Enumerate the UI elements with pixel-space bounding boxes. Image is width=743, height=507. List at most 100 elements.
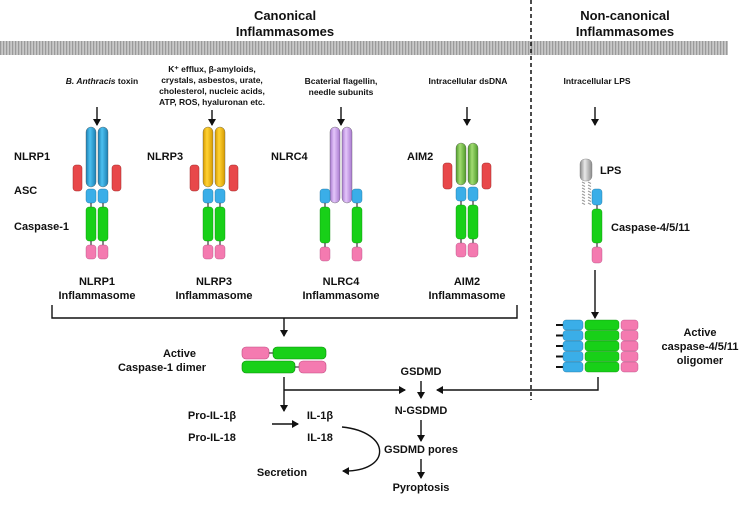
nlrp1-inflammasome-line2: Inflammasome bbox=[58, 290, 135, 302]
caspase-domain bbox=[584, 340, 620, 352]
aim2-inflammasome-line2: Inflammasome bbox=[428, 290, 505, 302]
bracket bbox=[51, 305, 518, 319]
pro-il18-label: Pro-IL-18 bbox=[188, 432, 236, 444]
caspase-domain bbox=[584, 330, 620, 341]
lps-lipid-tail bbox=[587, 193, 592, 196]
aim2-inflammasome-structure bbox=[442, 142, 492, 258]
caspase-p10-domain bbox=[319, 246, 331, 262]
lps-head bbox=[579, 158, 593, 182]
lps-lipid-tail bbox=[581, 181, 586, 184]
stimulus-aim2: Intracellular dsDNA bbox=[429, 76, 508, 86]
caspase-domain bbox=[467, 204, 479, 240]
stimulus-nlrc4: Bcaterial flagellin, needle subunits bbox=[305, 76, 378, 97]
il1b-label: IL-1β bbox=[307, 410, 334, 422]
caspase-domain bbox=[591, 208, 603, 244]
label-lps: LPS bbox=[600, 165, 621, 177]
asc-domain bbox=[72, 164, 83, 192]
caspase-domain bbox=[351, 206, 363, 244]
nlrp3-domain bbox=[214, 126, 226, 188]
nlrc4-inflammasome-structure bbox=[319, 126, 363, 262]
noncanonical-title-line1: Non-canonical bbox=[580, 8, 670, 23]
card-domain bbox=[97, 188, 109, 204]
caspase-p10-domain bbox=[620, 361, 639, 373]
card-domain bbox=[467, 186, 479, 202]
lps-lipid-tail bbox=[581, 190, 586, 193]
label-nlrp1: NLRP1 bbox=[14, 151, 50, 163]
stimulus-nlrc4-line: Bcaterial flagellin, bbox=[305, 76, 378, 86]
caspase-p10-domain bbox=[620, 340, 639, 352]
nlrp3-inflammasome-line2: Inflammasome bbox=[175, 290, 252, 302]
asc-domain bbox=[189, 164, 200, 192]
stimulus-nlrp3-line: crystals, asbestos, urate, bbox=[161, 75, 263, 85]
label-aim2: AIM2 bbox=[407, 151, 433, 163]
pyroptosis-label: Pyroptosis bbox=[393, 482, 450, 494]
asc-domain bbox=[481, 162, 492, 190]
stimulus-nlrp3: K⁺ efflux, β-amyloids, crystals, asbesto… bbox=[159, 64, 265, 107]
active-caspase1-line2: Caspase-1 dimer bbox=[118, 362, 207, 374]
caspase4-oligomer bbox=[556, 319, 639, 373]
card-domain bbox=[562, 319, 584, 331]
caspase-domain bbox=[584, 361, 620, 373]
caspase-p10-domain bbox=[467, 242, 479, 258]
card-domain bbox=[319, 188, 331, 204]
active-caspase1-line1: Active bbox=[163, 348, 196, 360]
caspase-p10-domain bbox=[620, 351, 639, 362]
nlrp3-domain bbox=[202, 126, 214, 188]
caspase-p10-domain bbox=[620, 330, 639, 341]
gsdmd-label: GSDMD bbox=[401, 366, 442, 378]
card-domain bbox=[562, 361, 584, 373]
label-nlrc4: NLRC4 bbox=[271, 151, 309, 163]
nlrc4-inflammasome-line2: Inflammasome bbox=[302, 290, 379, 302]
caspase-p10-domain bbox=[591, 246, 603, 264]
caspase-domain bbox=[214, 206, 226, 242]
card-domain bbox=[85, 188, 97, 204]
label-nlrp3: NLRP3 bbox=[147, 151, 183, 163]
stimulus-nlrp3-line: K⁺ efflux, β-amyloids, bbox=[168, 64, 256, 74]
caspase-domain bbox=[97, 206, 109, 242]
caspase-domain bbox=[584, 319, 620, 331]
lps-lipid-tail bbox=[581, 187, 586, 190]
canonical-title-line1: Canonical bbox=[254, 8, 316, 23]
active-caspase1-dimer bbox=[241, 346, 327, 374]
card-domain bbox=[562, 351, 584, 362]
nlrp3-inflammasome-line1: NLRP3 bbox=[196, 276, 232, 288]
caspase-domain bbox=[202, 206, 214, 242]
nlrc4-inflammasome-line1: NLRC4 bbox=[323, 276, 361, 288]
gsdmd-pores-label: GSDMD pores bbox=[384, 444, 458, 456]
lps-lipid-tail bbox=[581, 193, 586, 196]
active-caspase4-line1: Active bbox=[683, 327, 716, 339]
caspase-p10-domain bbox=[214, 244, 226, 260]
cell-membrane bbox=[0, 41, 728, 55]
lps-lipid-tail bbox=[587, 196, 592, 199]
nlrp1-domain bbox=[97, 126, 109, 188]
secretion-arrow-icon bbox=[341, 426, 381, 476]
caspase-domain bbox=[584, 351, 620, 362]
arrow-icon bbox=[436, 377, 599, 394]
secretion-label: Secretion bbox=[257, 467, 307, 479]
canonical-title-line2: Inflammasomes bbox=[236, 24, 334, 39]
lps-lipid-tail bbox=[581, 202, 586, 205]
il18-label: IL-18 bbox=[307, 432, 333, 444]
caspase-domain bbox=[455, 204, 467, 240]
nlrp1-inflammasome-line1: NLRP1 bbox=[79, 276, 115, 288]
label-asc: ASC bbox=[14, 185, 37, 197]
noncanonical-title-line2: Inflammasomes bbox=[576, 24, 674, 39]
lps-lipid-tail bbox=[587, 184, 592, 187]
nlrp1-inflammasome-structure bbox=[72, 126, 122, 260]
asc-domain bbox=[228, 164, 239, 192]
caspase-p10-domain bbox=[455, 242, 467, 258]
active-caspase4-line3: oligomer bbox=[677, 355, 724, 367]
aim2-domain bbox=[467, 142, 479, 186]
caspase-p10-domain bbox=[620, 319, 639, 331]
lps-lipid-tail bbox=[587, 190, 592, 193]
aim2-domain bbox=[455, 142, 467, 186]
card-domain bbox=[351, 188, 363, 204]
lps-lipid-tail bbox=[587, 202, 592, 205]
caspase-p10-domain bbox=[202, 244, 214, 260]
asc-domain bbox=[442, 162, 453, 190]
lps-lipid-tail bbox=[581, 184, 586, 187]
stimulus-lps: Intracellular LPS bbox=[563, 76, 630, 86]
nlrc4-domain bbox=[341, 126, 353, 204]
inflammasome-complexes bbox=[72, 126, 492, 262]
